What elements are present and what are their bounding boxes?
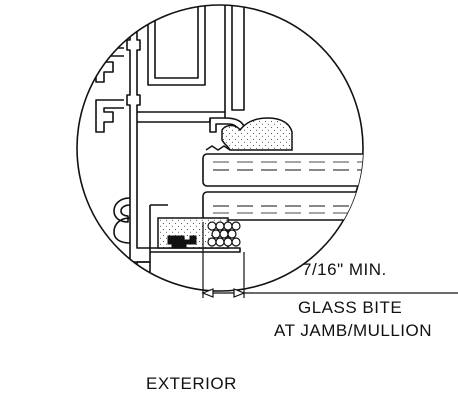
glass-bite-note: GLASS BITE (298, 298, 402, 317)
backer-rod (207, 221, 241, 247)
gasket-teeth (205, 145, 231, 151)
jamb-mullion-note: AT JAMB/MULLION (274, 321, 432, 340)
insulated-glass-unit (202, 153, 363, 221)
glass-bite-dimension (201, 222, 458, 298)
dimension-label: 7/16" MIN. (302, 260, 387, 279)
exterior-label: EXTERIOR (146, 374, 237, 393)
exterior-gasket-clip (167, 235, 197, 249)
detail-circle (76, 4, 364, 292)
interior-wedge-gasket (221, 117, 293, 151)
